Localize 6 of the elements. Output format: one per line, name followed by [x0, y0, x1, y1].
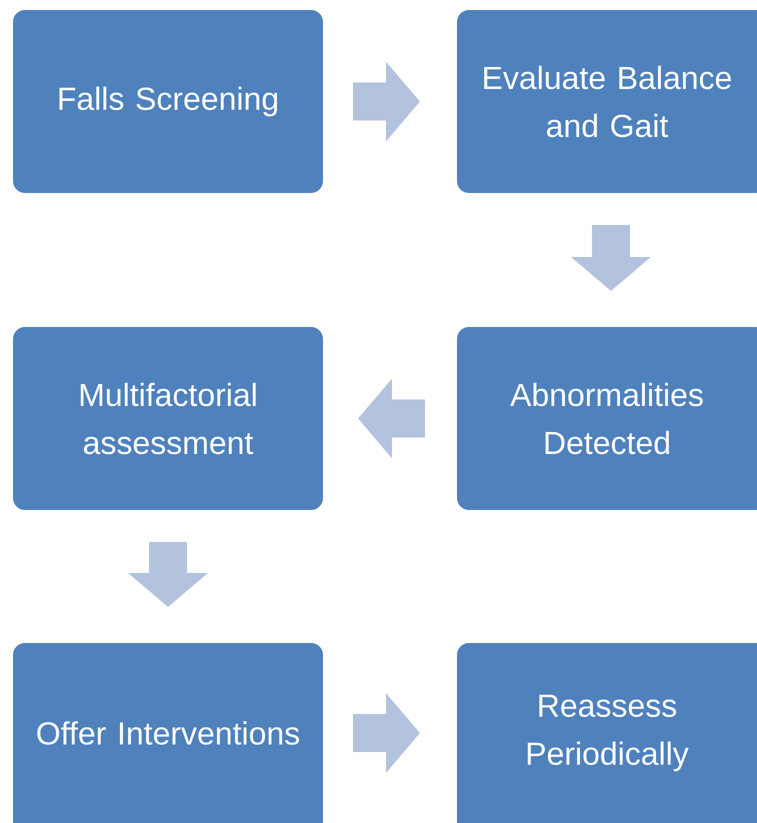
process-box: Evaluate Balance and Gait — [457, 10, 757, 193]
process-box: Offer Interventions — [13, 643, 323, 823]
process-box: Abnormalities Detected — [457, 327, 757, 510]
process-box: Falls Screening — [13, 10, 323, 193]
process-box: Reassess Periodically — [457, 643, 757, 823]
process-box: Multifactorial assessment — [13, 327, 323, 510]
